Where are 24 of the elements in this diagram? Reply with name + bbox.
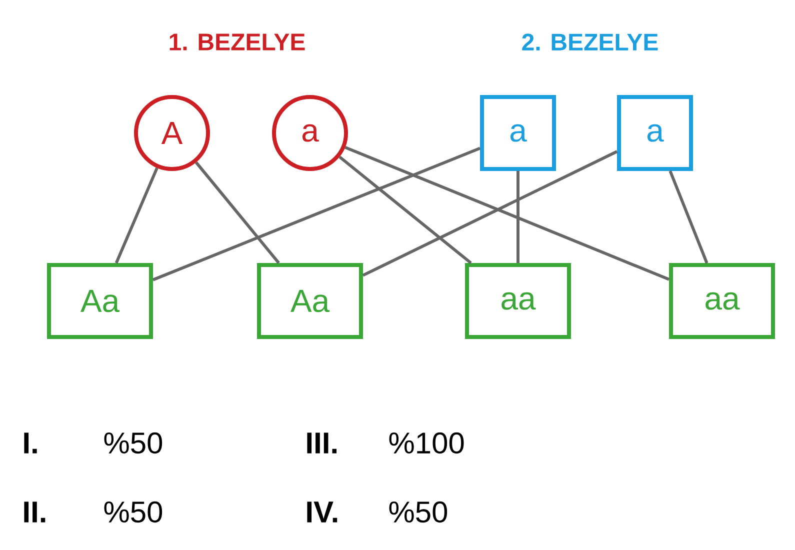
connector-line [338, 156, 472, 264]
percentage-answer: %100 [389, 432, 464, 454]
connector-line [114, 167, 158, 264]
item-number: IV. [307, 502, 338, 522]
percentage-answer: %50 [104, 432, 162, 454]
offspring-box: aa [465, 263, 571, 339]
connector-line [152, 146, 481, 282]
offspring-box: Aa [257, 263, 363, 339]
offspring-box: Aa [47, 263, 153, 339]
connector-line [668, 170, 708, 264]
group-title: 2. BEZELYE [522, 34, 658, 50]
percentage-answer: %50 [104, 501, 162, 523]
item-number: II. [24, 502, 46, 522]
allele-box: a [480, 95, 556, 171]
item-number: III. [307, 432, 336, 454]
connector-line [362, 150, 618, 277]
item-number: I. [24, 432, 37, 454]
offspring-box: aa [669, 263, 775, 339]
percentage-answer: %50 [389, 501, 448, 523]
group-title: 1. BEZELYE [170, 34, 305, 50]
connector-line [516, 171, 520, 263]
connector-line [344, 146, 670, 281]
allele-box: a [617, 95, 693, 171]
connector-line [194, 161, 280, 264]
